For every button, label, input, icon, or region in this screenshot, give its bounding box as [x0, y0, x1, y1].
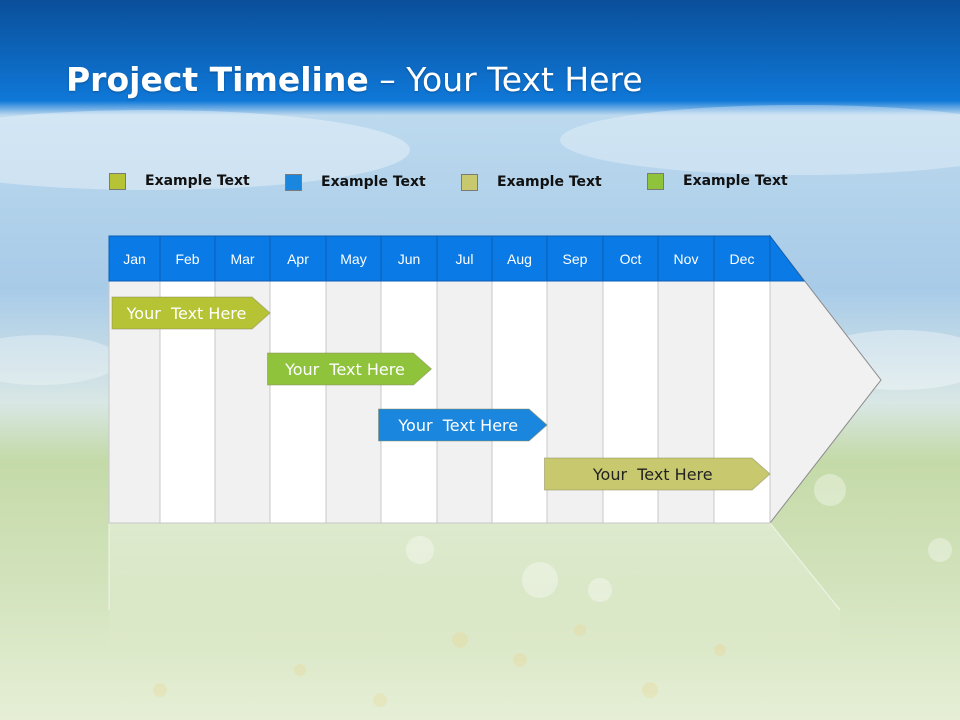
task-bar-label-4: Your Text Here [592, 465, 713, 484]
month-column-apr [269, 280, 327, 524]
month-header-cell-mar [214, 235, 271, 282]
timeline-reflection [109, 523, 840, 650]
task-bar-1[interactable]: Your Text Here [111, 296, 271, 330]
month-header-cell-sep [546, 235, 604, 282]
month-label-apr: Apr [287, 251, 309, 267]
task-bar-shape-3[interactable] [378, 408, 548, 442]
legend-label-2: Example Text [321, 174, 426, 190]
month-label-may: May [340, 251, 366, 267]
legend-swatch-3 [461, 173, 478, 191]
month-label-feb: Feb [175, 251, 199, 267]
header-arrow-tip [769, 234, 806, 282]
title-bold-part: Project Timeline [66, 60, 369, 99]
legend-swatch-4 [647, 172, 664, 190]
legend-item-1: Example Text [109, 171, 250, 191]
month-label-jun: Jun [398, 251, 421, 267]
slide-title: Project Timeline – Your Text Here [66, 60, 643, 99]
legend-swatch-2 [285, 173, 302, 191]
task-bar-shape-4[interactable] [544, 457, 771, 491]
month-column-jun [380, 280, 438, 524]
month-header-cell-feb [159, 235, 216, 282]
month-column-may [325, 280, 382, 524]
title-rest-part: – Your Text Here [368, 60, 643, 99]
month-label-sep: Sep [563, 251, 588, 267]
month-label-jan: Jan [123, 251, 146, 267]
month-header-cell-oct [602, 235, 659, 282]
task-bar-2[interactable]: Your Text Here [267, 352, 433, 386]
task-bar-shape-2[interactable] [267, 352, 433, 386]
legend-item-3: Example Text [461, 172, 602, 192]
reflection-edge [769, 522, 841, 611]
month-label-jul: Jul [456, 251, 474, 267]
legend-item-4: Example Text [647, 171, 788, 191]
month-column-jul [436, 280, 493, 524]
month-header-cell-may [325, 235, 382, 282]
legend-item-2: Example Text [285, 172, 426, 192]
task-bar-3[interactable]: Your Text Here [378, 408, 548, 442]
task-bar-label-3: Your Text Here [397, 416, 518, 435]
task-bar-shape-1[interactable] [111, 296, 271, 330]
legend-label-1: Example Text [145, 173, 250, 189]
month-header-cell-aug [491, 235, 548, 282]
task-bar-4[interactable]: Your Text Here [544, 457, 771, 491]
legend-label-3: Example Text [497, 174, 602, 190]
month-header-cell-apr [269, 235, 327, 282]
month-label-aug: Aug [507, 251, 532, 267]
task-bar-label-2: Your Text Here [284, 360, 405, 379]
month-label-nov: Nov [674, 251, 699, 267]
legend-label-4: Example Text [683, 173, 788, 189]
month-label-dec: Dec [730, 251, 755, 267]
month-label-mar: Mar [230, 251, 254, 267]
month-header-cell-jan [108, 235, 161, 282]
month-label-oct: Oct [620, 251, 642, 267]
legend-swatch-1 [109, 172, 126, 190]
task-bar-label-1: Your Text Here [126, 304, 247, 323]
month-header-cell-dec [713, 235, 771, 282]
month-column-aug [491, 280, 548, 524]
